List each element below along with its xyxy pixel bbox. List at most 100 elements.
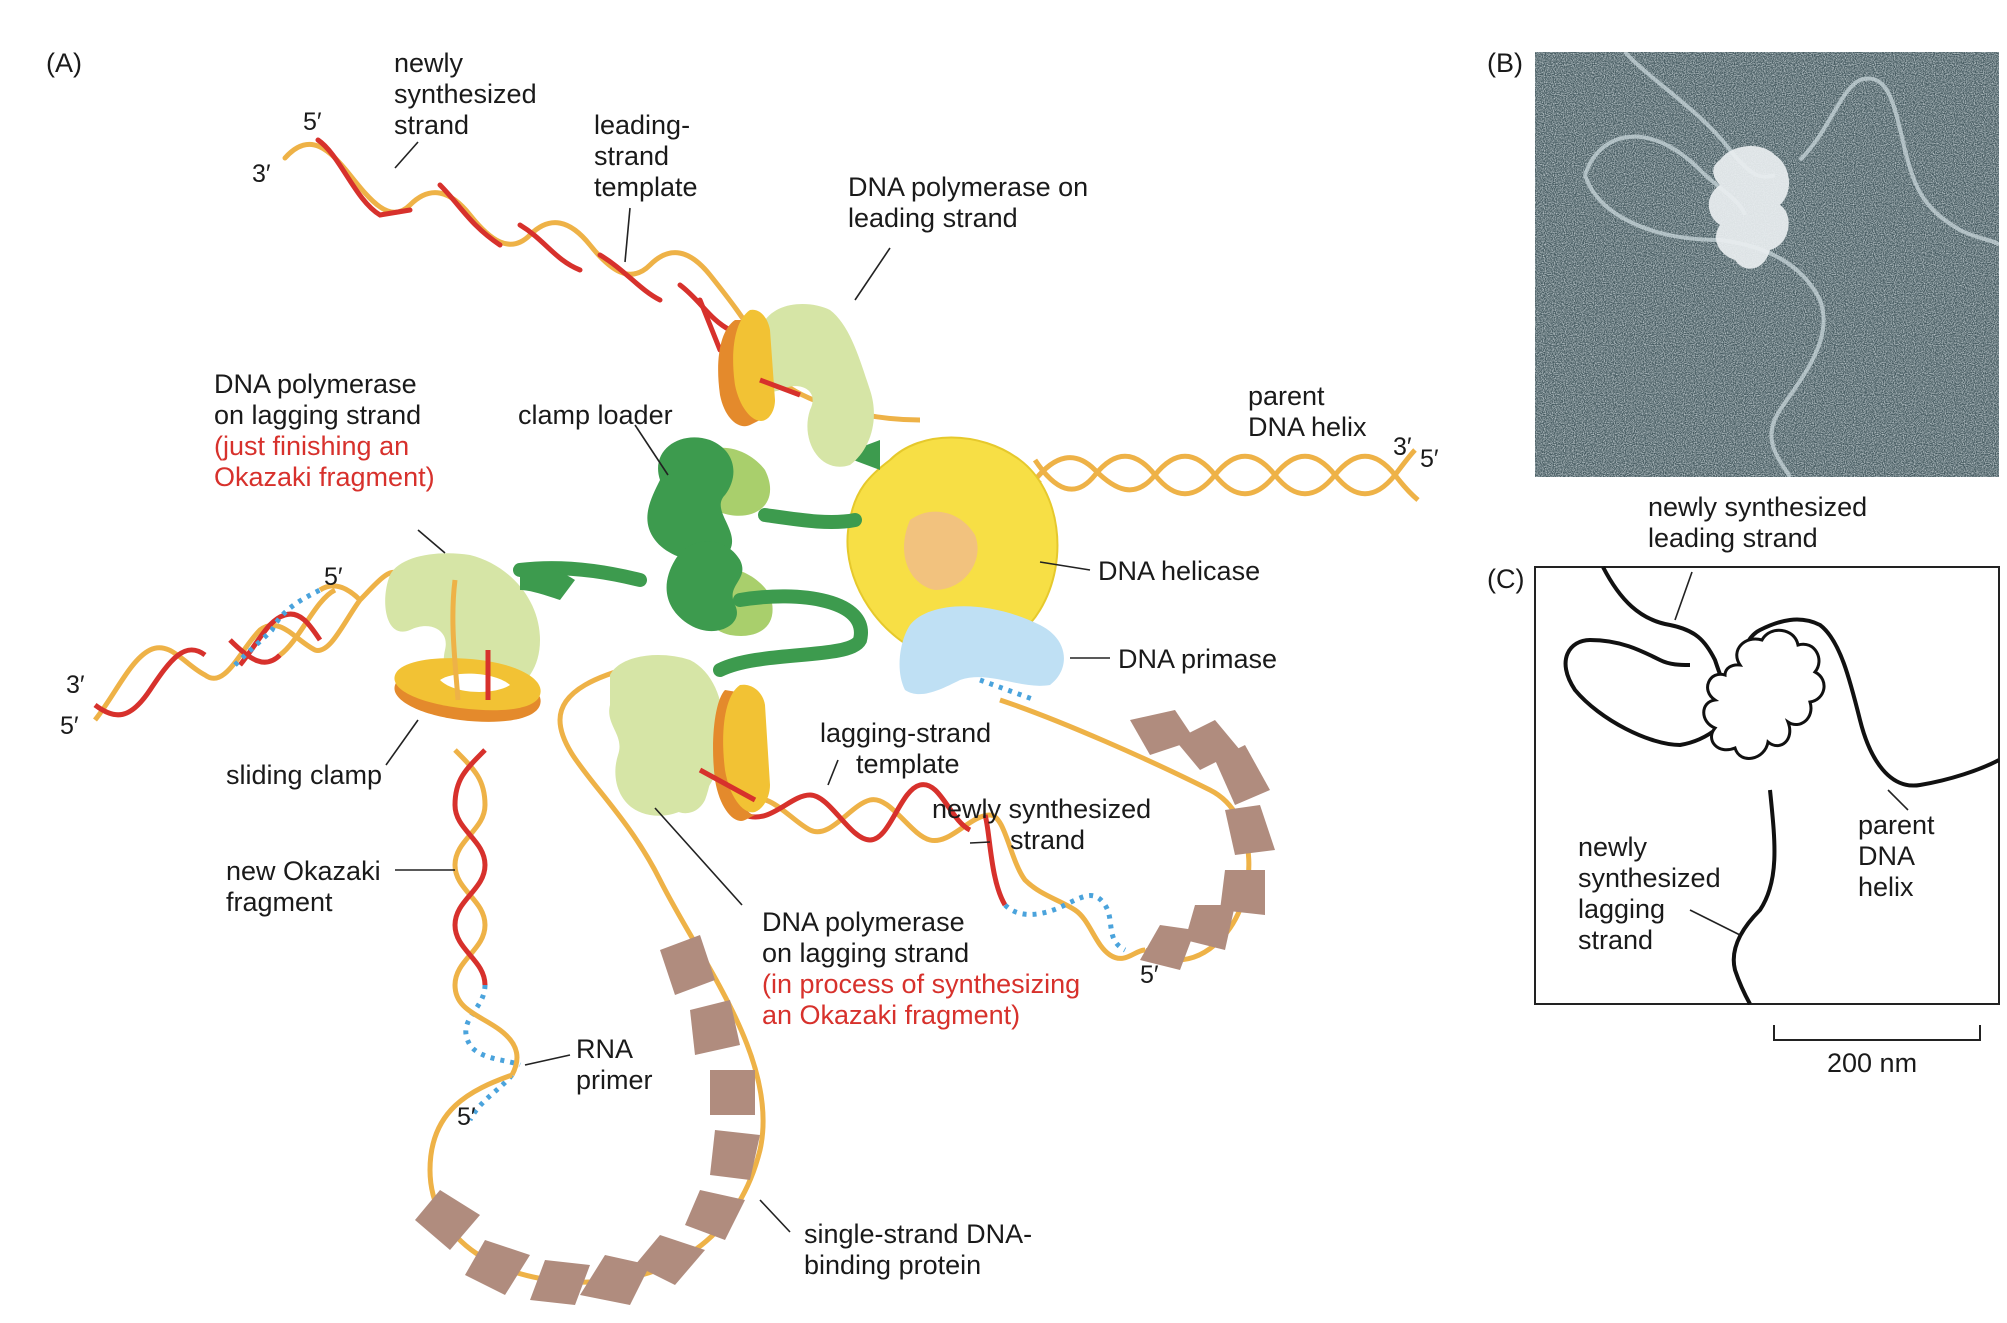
label-c-parent-1: parent xyxy=(1858,810,1935,840)
end-lag-5: 5′ xyxy=(1140,961,1159,989)
label-pol-lagging-1-red-1: (just finishing an xyxy=(214,431,409,461)
helicase-core xyxy=(904,511,978,590)
lead-newly-synth-top xyxy=(394,141,419,169)
label-parent-helix-2: DNA helix xyxy=(1248,412,1367,442)
label-lagging-template-2: template xyxy=(856,749,960,779)
label-new-okazaki-1: new Okazaki xyxy=(226,856,381,886)
ssb-7 xyxy=(1140,925,1195,970)
panel-a: (A) 5′ 3′ 3′ 5′ 5′ 3′ 5′ xyxy=(46,48,1439,1305)
lead-lagging-template xyxy=(827,759,839,786)
clamp-loader-tether-1 xyxy=(758,508,862,530)
ssb-5 xyxy=(1220,870,1265,915)
label-pol-lagging-2-2: on lagging strand xyxy=(762,938,969,968)
label-c-parent-3: helix xyxy=(1858,872,1914,902)
label-c-lagging-4: strand xyxy=(1578,925,1653,955)
label-newly-synth-top-3: strand xyxy=(394,110,469,140)
clamp-loader-dark-1 xyxy=(647,437,734,561)
new-okazaki-helix xyxy=(452,748,522,1122)
ssb-proteins xyxy=(415,710,1275,1305)
ssb-17 xyxy=(415,1190,480,1250)
leading-clamp-face xyxy=(733,309,775,421)
label-pol-lagging-2-1: DNA polymerase xyxy=(762,907,965,937)
label-leading-template-2: strand xyxy=(594,141,669,171)
label-leading-template-1: leading- xyxy=(594,110,690,140)
leading-clamp xyxy=(718,309,775,427)
label-helicase: DNA helicase xyxy=(1098,556,1260,586)
ssb-6 xyxy=(1185,905,1235,950)
label-leading-template-3: template xyxy=(594,172,698,202)
label-clamp-loader: clamp loader xyxy=(518,400,673,430)
right-lag-new xyxy=(744,782,1008,907)
label-newly-synth-top-2: synthesized xyxy=(394,79,537,109)
ssb-12 xyxy=(685,1190,745,1240)
end-top-3: 3′ xyxy=(252,160,271,188)
okazaki-template-2 xyxy=(452,984,520,1077)
leading-new-strand-end xyxy=(697,297,723,353)
end-left-5-upper: 5′ xyxy=(324,563,343,591)
ssb-11 xyxy=(710,1130,760,1180)
pol-leading-body xyxy=(752,304,874,467)
tracing-frame xyxy=(1534,566,2000,1005)
end-right-5: 5′ xyxy=(1420,445,1439,473)
labels-a: newly synthesized strand leading- strand… xyxy=(214,48,1367,1280)
lagging-clamp-face xyxy=(723,684,770,813)
label-ssb-2: binding protein xyxy=(804,1250,981,1280)
em-replisome-blob xyxy=(1708,145,1790,269)
ssb-3 xyxy=(1215,745,1270,805)
pol-lagging-finishing xyxy=(385,553,575,700)
end-left-5: 5′ xyxy=(60,712,79,740)
label-pol-lagging-1-2: on lagging strand xyxy=(214,400,421,430)
parent-dna-helix xyxy=(1032,448,1420,502)
label-pol-leading-2: leading strand xyxy=(848,203,1018,233)
tracing-loop xyxy=(1563,637,1742,748)
clamp-loader xyxy=(513,437,880,677)
okazaki-template xyxy=(452,748,488,986)
label-parent-helix-1: parent xyxy=(1248,381,1325,411)
label-primase: DNA primase xyxy=(1118,644,1277,674)
right-lag-rna-primer xyxy=(1003,893,1127,953)
lead-sliding-clamp xyxy=(385,719,419,766)
label-newly-synth-right-1: newly synthesized xyxy=(932,794,1151,824)
label-c-leading-2: leading strand xyxy=(1648,523,1818,553)
right-lag-template xyxy=(744,795,1146,961)
parent-strand-2 xyxy=(1032,453,1420,502)
label-lagging-template-1: lagging-strand xyxy=(820,718,991,748)
left-template-strand-3 xyxy=(318,583,362,602)
ssb-9 xyxy=(690,1000,740,1055)
lead-helicase xyxy=(1039,561,1091,571)
tracing-lagging xyxy=(1731,789,1777,1005)
leading-strand-helix xyxy=(282,137,783,383)
panel-c: (C) newly synthesized leading strand par… xyxy=(1487,492,2000,1078)
label-newly-synth-right-2: strand xyxy=(1010,825,1085,855)
lagging-template-loop xyxy=(427,662,766,1285)
right-lagging-helix xyxy=(744,782,1146,961)
dna-helicase xyxy=(846,436,1059,658)
clamp-loader-tether-2 xyxy=(713,589,868,677)
clamp-loader-dark-2 xyxy=(666,541,743,632)
leading-primer-end xyxy=(759,377,801,398)
label-c-leading-1: newly synthesized xyxy=(1648,492,1867,522)
label-rna-primer-2: primer xyxy=(576,1065,653,1095)
label-pol-leading-1: DNA polymerase on xyxy=(848,172,1088,202)
label-pol-lagging-2-red-2: an Okazaki fragment) xyxy=(762,1000,1020,1030)
lead-rna-primer xyxy=(524,1054,571,1066)
parent-strand-1 xyxy=(1033,448,1417,497)
lead-leading-template xyxy=(624,207,631,263)
panel-c-label: (C) xyxy=(1487,564,1524,594)
label-pol-lagging-1-1: DNA polymerase xyxy=(214,369,417,399)
leader-lines-a xyxy=(385,141,1110,1233)
end-primer-5: 5′ xyxy=(457,1103,476,1131)
label-c-lagging-2: synthesized xyxy=(1578,863,1721,893)
label-ssb-1: single-strand DNA- xyxy=(804,1219,1032,1249)
label-c-lagging-1: newly xyxy=(1578,832,1648,862)
lead-ssb xyxy=(759,1199,791,1233)
panel-a-label: (A) xyxy=(46,48,82,78)
dna-primase xyxy=(899,606,1064,695)
ssb-10 xyxy=(710,1070,755,1115)
leading-new-strand xyxy=(315,137,733,333)
ssb-14 xyxy=(580,1255,650,1305)
okazaki-new xyxy=(452,748,488,986)
ssb-13 xyxy=(635,1235,705,1285)
